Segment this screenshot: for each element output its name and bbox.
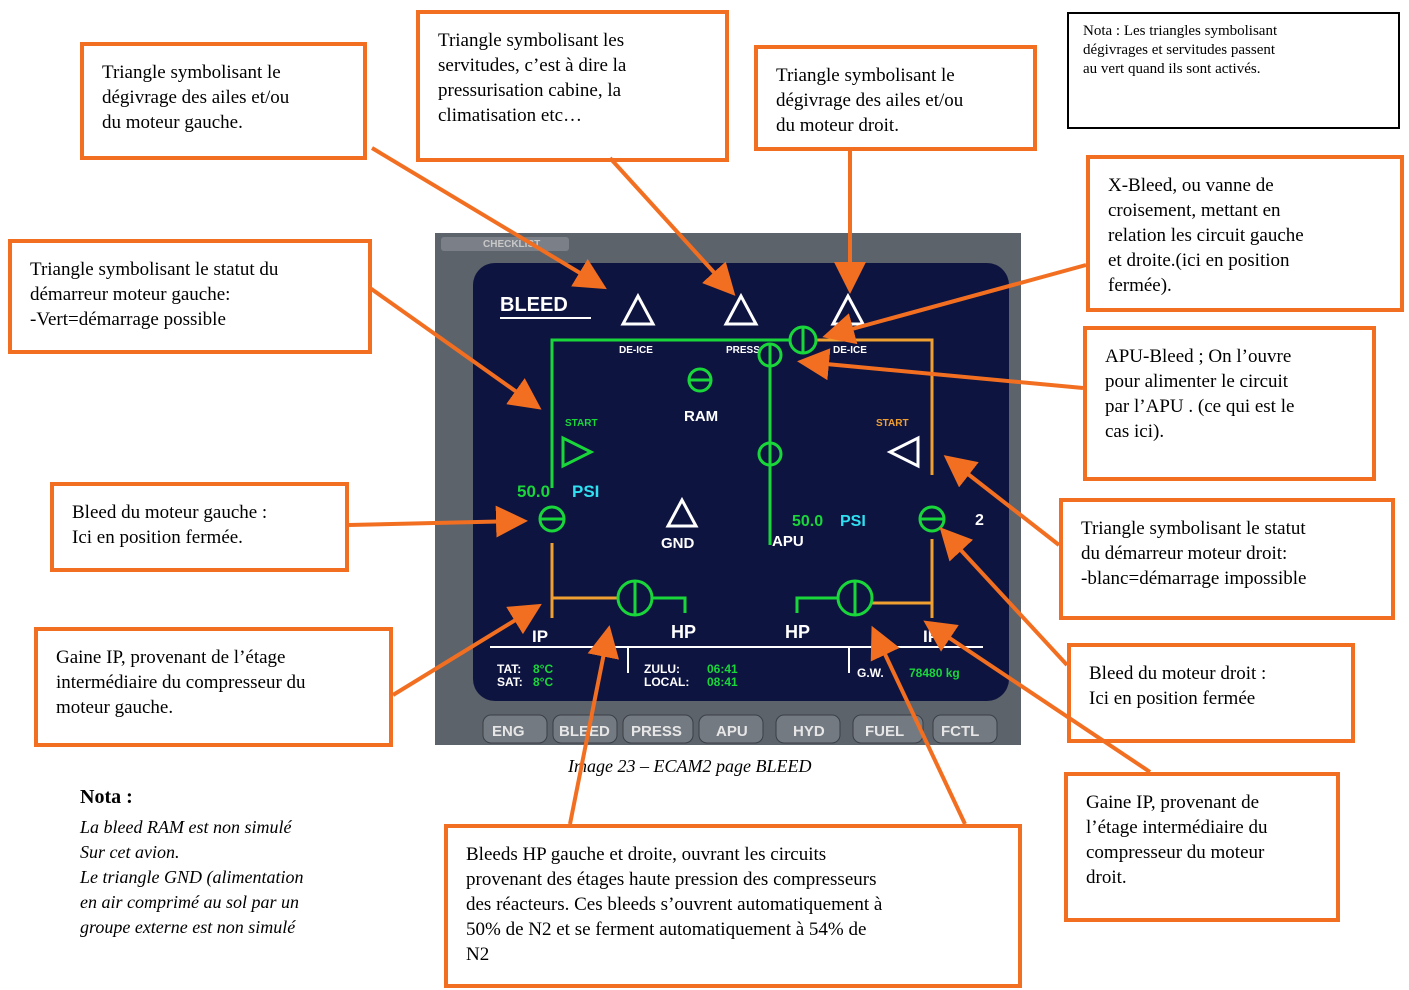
ecam-button-fctl[interactable] xyxy=(932,714,998,744)
callout-de-ice-right: Triangle symbolisant le dégivrage des ai… xyxy=(754,45,1037,151)
nota-top-text: Nota : Les triangles symbolisant dégivra… xyxy=(1083,23,1278,77)
callout-ip-left-text: Gaine IP, provenant de l’étage intermédi… xyxy=(56,647,306,718)
hp-left-label: HP xyxy=(671,622,696,642)
arrow-de-ice-left xyxy=(370,146,607,290)
ecam-button-fuel-label: FUEL xyxy=(865,723,904,740)
callout-apu-bleed-text: APU-Bleed ; On l’ouvre pour alimenter le… xyxy=(1105,346,1295,442)
arrow-bleed-right xyxy=(939,527,1069,667)
callout-ip-left: Gaine IP, provenant de l’étage intermédi… xyxy=(34,627,393,747)
tat-value: 8°C xyxy=(533,662,553,676)
callout-apu-bleed: APU-Bleed ; On l’ouvre pour alimenter le… xyxy=(1083,326,1376,481)
de-ice-left-label: DE-ICE xyxy=(619,345,653,356)
gnd-triangle-icon xyxy=(665,496,699,528)
callout-hp-bleeds-text: Bleeds HP gauche et droite, ouvrant les … xyxy=(466,844,883,965)
ecam-button-apu[interactable] xyxy=(698,714,764,744)
arrow-services xyxy=(608,156,736,296)
sat-value: 8°C xyxy=(533,675,553,689)
psi-left-value: 50.0 xyxy=(517,482,550,501)
press-label: PRESS xyxy=(726,345,760,356)
ecam-page-buttons: ENG BLEED PRESS APU HYD FUEL FCTL xyxy=(482,714,998,744)
ram-label: RAM xyxy=(684,408,718,425)
ecam-screen xyxy=(473,263,1009,701)
arrow-bleed-left xyxy=(348,505,528,538)
callout-de-ice-left: Triangle symbolisant le dégivrage des ai… xyxy=(80,42,367,160)
callout-ip-right: Gaine IP, provenant de l’étage intermédi… xyxy=(1064,772,1340,922)
callout-ip-right-text: Gaine IP, provenant de l’étage intermédi… xyxy=(1086,792,1268,888)
tat-label: TAT: xyxy=(497,662,521,676)
hp-right-label: HP xyxy=(785,622,810,642)
local-value: 08:41 xyxy=(707,675,738,689)
callout-xbleed: X-Bleed, ou vanne de croisement, mettant… xyxy=(1086,155,1404,312)
arrow-start-right xyxy=(943,455,1061,547)
callout-services-text: Triangle symbolisant les servitudes, c’e… xyxy=(438,30,627,126)
de-ice-left-triangle-icon xyxy=(620,292,656,326)
ecam-bleed-page: CHECKLIST BLEED DE-ICE PRESS DE-ICE xyxy=(435,233,1021,745)
nota-text: La bleed RAM est non simulé Sur cet avio… xyxy=(80,817,304,937)
apu-label: APU xyxy=(772,533,804,550)
callout-bleed-right-text: Bleed du moteur droit : Ici en position … xyxy=(1089,663,1267,709)
arrow-hp-right xyxy=(870,625,967,825)
callout-start-left: Triangle symbolisant le statut du démarr… xyxy=(8,239,372,354)
gnd-label: GND xyxy=(661,535,695,552)
zulu-label: ZULU: xyxy=(644,662,680,676)
ecam-button-press-label: PRESS xyxy=(631,723,682,740)
figure-caption: Image 23 – ECAM2 page BLEED xyxy=(568,756,812,776)
arrow-hp-left xyxy=(568,625,620,825)
apu-psi-unit: PSI xyxy=(840,513,866,530)
nota-title: Nota : xyxy=(80,786,133,808)
ecam-button-bleed-label: BLEED xyxy=(559,723,610,740)
page-title: BLEED xyxy=(500,294,568,316)
press-triangle-icon xyxy=(723,292,759,326)
ecam-display-image: CHECKLIST BLEED DE-ICE PRESS DE-ICE xyxy=(435,233,1021,745)
callout-services: Triangle symbolisant les servitudes, c’e… xyxy=(416,10,729,162)
apu-psi-value: 50.0 xyxy=(792,513,823,530)
callout-start-left-text: Triangle symbolisant le statut du démarr… xyxy=(30,259,279,330)
nota-top-box: Nota : Les triangles symbolisant dégivra… xyxy=(1067,12,1400,129)
ecam-button-eng-label: ENG xyxy=(492,723,525,740)
callout-start-right: Triangle symbolisant le statut du démarr… xyxy=(1059,498,1395,620)
de-ice-right-label: DE-ICE xyxy=(833,345,867,356)
zulu-value: 06:41 xyxy=(707,662,738,676)
psi-left-unit: PSI xyxy=(572,482,599,501)
checklist-tab-label: CHECKLIST xyxy=(483,239,540,250)
arrow-ip-left xyxy=(391,603,542,697)
callout-bleed-left-text: Bleed du moteur gauche : Ici en position… xyxy=(72,502,268,548)
callout-de-ice-right-text: Triangle symbolisant le dégivrage des ai… xyxy=(776,65,964,136)
ecam-button-hyd-label: HYD xyxy=(793,723,825,740)
callout-bleed-right: Bleed du moteur droit : Ici en position … xyxy=(1067,643,1355,743)
ecam-button-apu-label: APU xyxy=(716,723,748,740)
start-right-label: START xyxy=(876,418,909,429)
start-right-triangle-icon xyxy=(886,435,920,469)
ecam-button-fctl-label: FCTL xyxy=(941,723,979,740)
arrow-ip-right xyxy=(923,620,1152,774)
ecam-button-fuel[interactable] xyxy=(852,714,924,744)
engine-2-label: 2 xyxy=(975,512,984,529)
arrow-apu-bleed xyxy=(797,348,1084,390)
callout-start-right-text: Triangle symbolisant le statut du démarr… xyxy=(1081,518,1307,589)
callout-xbleed-text: X-Bleed, ou vanne de croisement, mettant… xyxy=(1108,175,1304,296)
local-label: LOCAL: xyxy=(644,675,689,689)
start-left-triangle-icon xyxy=(561,435,595,469)
ecam-button-hyd[interactable] xyxy=(775,714,841,744)
arrow-xbleed xyxy=(822,263,1087,345)
callout-bleed-left: Bleed du moteur gauche : Ici en position… xyxy=(50,482,349,572)
start-left-label: START xyxy=(565,418,598,429)
sat-label: SAT: xyxy=(497,675,523,689)
arrow-start-left xyxy=(368,286,542,410)
gw-label: G.W. xyxy=(857,666,884,680)
callout-hp-bleeds: Bleeds HP gauche et droite, ouvrant les … xyxy=(444,824,1022,988)
gw-value: 78480 kg xyxy=(909,666,960,680)
ecam-button-press[interactable] xyxy=(622,714,694,744)
ecam-button-eng[interactable] xyxy=(482,714,548,744)
callout-de-ice-left-text: Triangle symbolisant le dégivrage des ai… xyxy=(102,62,290,133)
